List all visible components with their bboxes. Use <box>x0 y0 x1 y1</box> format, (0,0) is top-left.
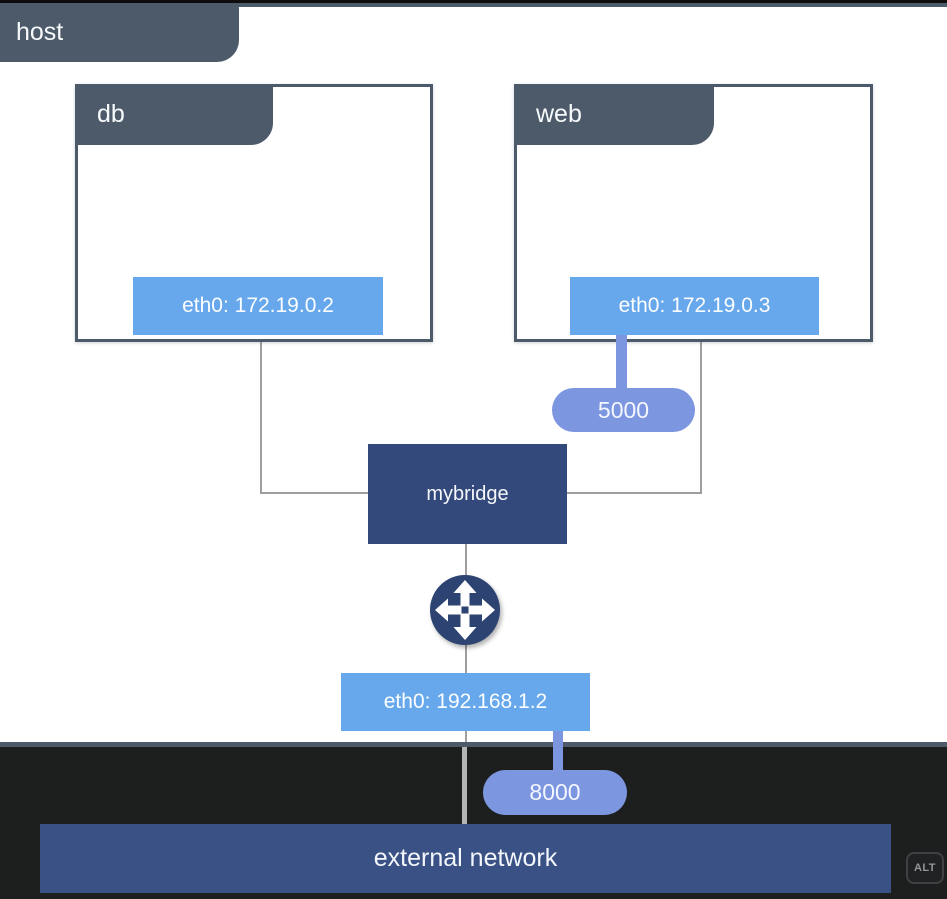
connector-host-to-external <box>462 747 467 825</box>
host-box-bottom-border <box>0 742 947 747</box>
port-8000-badge: 8000 <box>483 770 627 815</box>
window-top-strip <box>0 0 947 3</box>
router-arrows-icon <box>430 575 500 645</box>
web-label: web <box>536 100 582 128</box>
web-eth-interface-label: eth0: 172.19.0.3 <box>570 277 819 335</box>
connector-host-port-8000 <box>553 731 563 771</box>
alt-key-label: ALT <box>913 862 937 874</box>
host-eth-interface-label: eth0: 192.168.1.2 <box>341 673 590 731</box>
connector-web-port-5000 <box>616 335 627 389</box>
db-eth-interface-label: eth0: 172.19.0.2 <box>133 277 383 335</box>
host-group-tab: host <box>0 3 239 62</box>
alt-key-badge: ALT <box>906 852 944 884</box>
db-container-tab: db <box>75 84 273 145</box>
bridge-node: mybridge <box>368 444 567 544</box>
port-5000-badge: 5000 <box>552 388 695 432</box>
web-container-tab: web <box>514 84 714 145</box>
external-network-label: external network <box>373 844 558 872</box>
connector-db-to-bridge-horizontal <box>260 492 370 494</box>
connector-db-to-bridge-vertical <box>260 342 262 494</box>
connector-hosteth-to-border <box>465 731 467 743</box>
host-label: host <box>16 18 64 46</box>
host-box-top-border <box>0 3 947 7</box>
db-label: db <box>97 100 125 128</box>
external-network-bar: external network <box>40 824 891 893</box>
connector-web-to-bridge-horizontal <box>565 492 702 494</box>
connector-web-to-bridge-vertical <box>700 342 702 494</box>
bridge-label: mybridge <box>426 482 509 505</box>
